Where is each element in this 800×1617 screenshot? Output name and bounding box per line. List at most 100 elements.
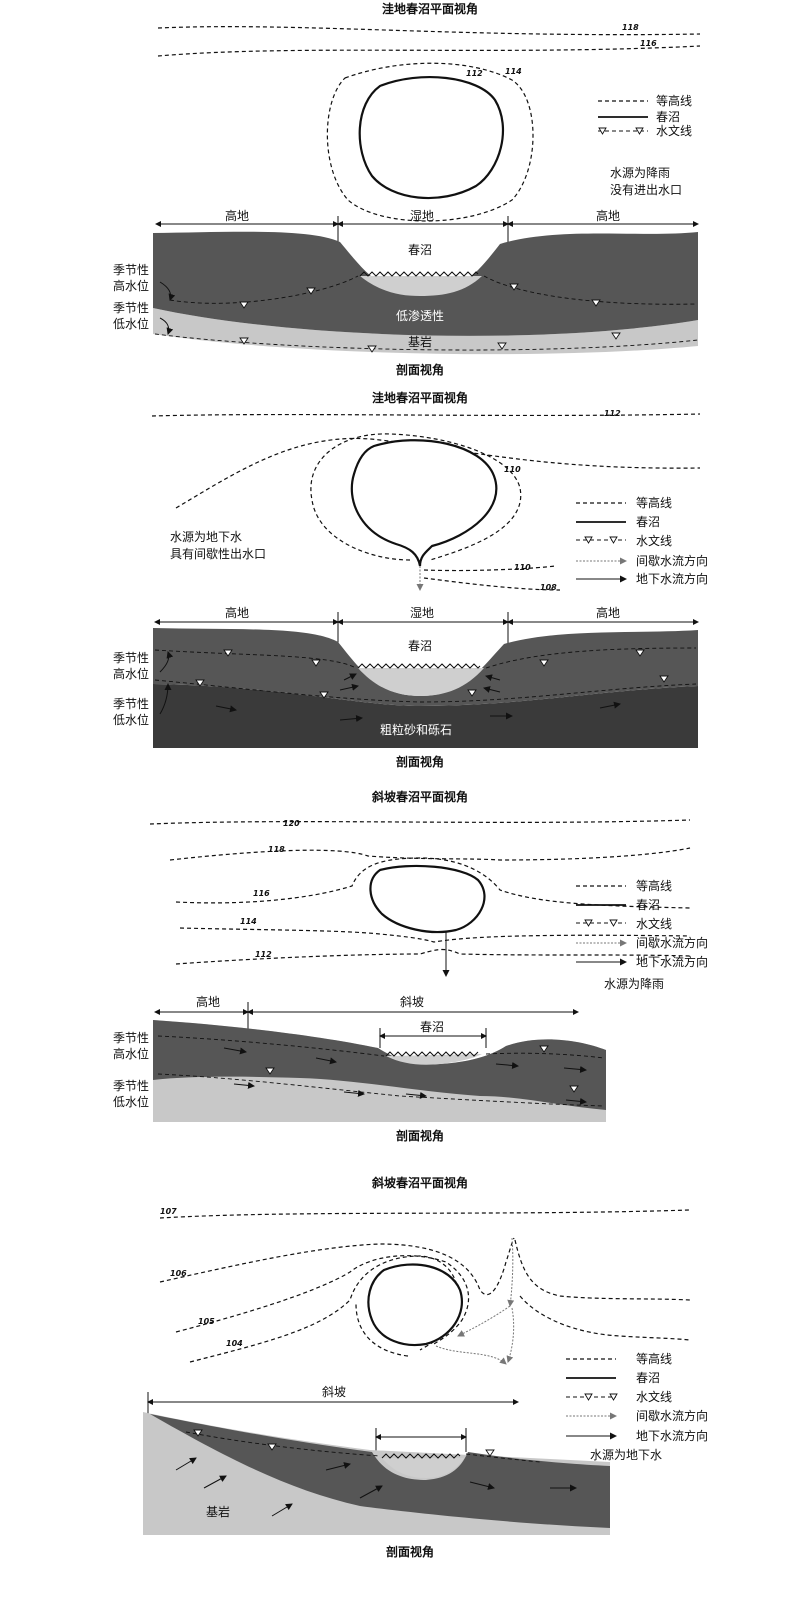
contour-label: 116 xyxy=(640,39,657,48)
contour-line xyxy=(150,820,690,824)
panel2-note-2: 具有间歇性出水口 xyxy=(170,547,266,561)
contour-line xyxy=(158,46,700,56)
panel-2: 洼地春沼平面视角 112 110 110 108 水源为地下水 具有间歇性出水口… xyxy=(113,390,708,769)
contour-label: 116 xyxy=(253,889,270,898)
upland-right-label: 高地 xyxy=(596,605,620,620)
contour-line xyxy=(170,848,690,860)
low-wl-label-1: 季节性 xyxy=(113,301,149,315)
panel2-plan-title: 洼地春沼平面视角 xyxy=(372,390,468,405)
legend-groundwater-label: 地下水流方向 xyxy=(636,954,708,969)
pond-label: 春沼 xyxy=(408,639,432,653)
bedrock-label: 基岩 xyxy=(408,334,432,349)
panel4-plan-title: 斜坡春沼平面视角 xyxy=(371,1175,468,1190)
legend-groundwater-label: 地下水流方向 xyxy=(636,571,708,586)
low-wl-label-1: 季节性 xyxy=(113,697,149,711)
legend-contour-label: 等高线 xyxy=(636,495,672,510)
legend-pond-label: 春沼 xyxy=(656,110,680,124)
contour-label: 118 xyxy=(622,23,639,32)
panel3-section: 高地 斜坡 春沼 季节性 高水位 季节性 低水位 xyxy=(113,994,606,1122)
legend-intermittent-label: 间歇水流方向 xyxy=(636,553,708,568)
contour-label: 114 xyxy=(505,67,522,76)
pond-outline xyxy=(368,1264,462,1345)
legend-contour-label: 等高线 xyxy=(636,878,672,893)
panel1-note-1: 水源为降雨 xyxy=(610,166,670,180)
contour-label: 104 xyxy=(226,1339,243,1348)
panel4-note-1: 水源为地下水 xyxy=(590,1448,662,1462)
panel3-note-1: 水源为降雨 xyxy=(604,977,664,991)
upland-right-label: 高地 xyxy=(596,208,620,223)
upland-left-label: 高地 xyxy=(225,605,249,620)
contour-label: 110 xyxy=(504,465,521,474)
water-surface xyxy=(360,272,478,276)
contour-label: 105 xyxy=(198,1317,215,1326)
upland-left-label: 高地 xyxy=(225,208,249,223)
low-wl-label-2: 低水位 xyxy=(113,316,149,331)
panel2-note-1: 水源为地下水 xyxy=(170,530,242,544)
panel4-section-title: 剖面视角 xyxy=(386,1544,434,1559)
panel-4: 斜坡春沼平面视角 107 106 105 104 等高线 春沼 水文线 间歇水流… xyxy=(143,1175,708,1559)
panel1-plan-title: 洼地春沼平面视角 xyxy=(382,1,478,16)
legend-wt-label: 水文线 xyxy=(636,1389,672,1404)
pond-label: 春沼 xyxy=(420,1020,444,1034)
pond-outline xyxy=(352,440,497,566)
panel2-section-title: 剖面视角 xyxy=(396,754,444,769)
contour-label: 110 xyxy=(514,563,531,572)
legend-pond-label: 春沼 xyxy=(636,1371,660,1385)
panel3-section-title: 剖面视角 xyxy=(396,1128,444,1143)
legend-pond-label: 春沼 xyxy=(636,898,660,912)
legend-intermittent-label: 间歇水流方向 xyxy=(636,935,708,950)
panel1-section: 高地 湿地 高地 春沼 低渗透性 基岩 季节性 高水位 季节性 低水位 xyxy=(113,208,698,354)
high-wl-label-2: 高水位 xyxy=(113,278,149,293)
legend-contour-label: 等高线 xyxy=(636,1351,672,1366)
low-permeability-label: 低渗透性 xyxy=(396,308,444,323)
contour-line xyxy=(158,27,700,35)
high-wl-label-2: 高水位 xyxy=(113,1046,149,1061)
high-wl-label-1: 季节性 xyxy=(113,1031,149,1045)
low-wl-label-2: 低水位 xyxy=(113,1094,149,1109)
contour-line xyxy=(160,1238,514,1295)
legend-groundwater-label: 地下水流方向 xyxy=(636,1428,708,1443)
high-wl-label-1: 季节性 xyxy=(113,263,149,277)
panel1-legend: 等高线 春沼 水文线 xyxy=(598,93,692,138)
pond-label: 春沼 xyxy=(408,243,432,257)
panel1-note-2: 没有进出水口 xyxy=(610,182,682,197)
legend-pond-label: 春沼 xyxy=(636,515,660,529)
panel3-plan-title: 斜坡春沼平面视角 xyxy=(371,789,468,804)
legend-intermittent-label: 间歇水流方向 xyxy=(636,1408,708,1423)
contour-label: 120 xyxy=(283,819,300,828)
panel2-section: 高地 湿地 高地 春沼 粗粒砂和砾石 季节性 高水位 季节性 低水位 xyxy=(113,605,698,748)
upland-label: 高地 xyxy=(196,994,220,1009)
wetland-label: 湿地 xyxy=(410,208,434,223)
panel-3: 斜坡春沼平面视角 120 118 116 114 112 等高线 春沼 水文线 … xyxy=(113,789,708,1143)
pond-outline xyxy=(370,866,484,932)
high-wl-label-1: 季节性 xyxy=(113,651,149,665)
contour-line xyxy=(160,1210,690,1218)
high-wl-label-2: 高水位 xyxy=(113,666,149,681)
contour-label: 107 xyxy=(160,1207,177,1216)
legend-wt-label: 水文线 xyxy=(636,533,672,548)
gravel-label: 粗粒砂和砾石 xyxy=(380,722,452,737)
contour-line xyxy=(515,1240,690,1300)
contour-label: 114 xyxy=(240,917,257,926)
contour-label: 112 xyxy=(604,409,621,418)
contour-line xyxy=(520,1296,690,1340)
panel1-section-title: 剖面视角 xyxy=(396,362,444,377)
contour-label: 106 xyxy=(170,1269,187,1278)
contour-line xyxy=(424,566,555,571)
low-wl-label-2: 低水位 xyxy=(113,712,149,727)
wetland-label: 湿地 xyxy=(410,605,434,620)
slope-label: 斜坡 xyxy=(322,1385,346,1399)
slope-label: 斜坡 xyxy=(400,995,424,1009)
contour-label: 112 xyxy=(255,950,272,959)
low-wl-label-1: 季节性 xyxy=(113,1079,149,1093)
pond-outline xyxy=(360,77,503,198)
legend-contour-label: 等高线 xyxy=(656,93,692,108)
panel2-legend: 等高线 春沼 水文线 间歇水流方向 地下水流方向 xyxy=(576,495,708,586)
contour-label: 108 xyxy=(540,583,557,592)
contour-label: 118 xyxy=(268,845,285,854)
bedrock-label: 基岩 xyxy=(206,1504,230,1519)
panel4-section: 斜坡 基岩 xyxy=(143,1385,610,1535)
panel-1: 洼地春沼平面视角 118 116 112 114 等高线 春沼 水文线 水源为降… xyxy=(113,1,700,377)
contour-label: 112 xyxy=(466,69,483,78)
